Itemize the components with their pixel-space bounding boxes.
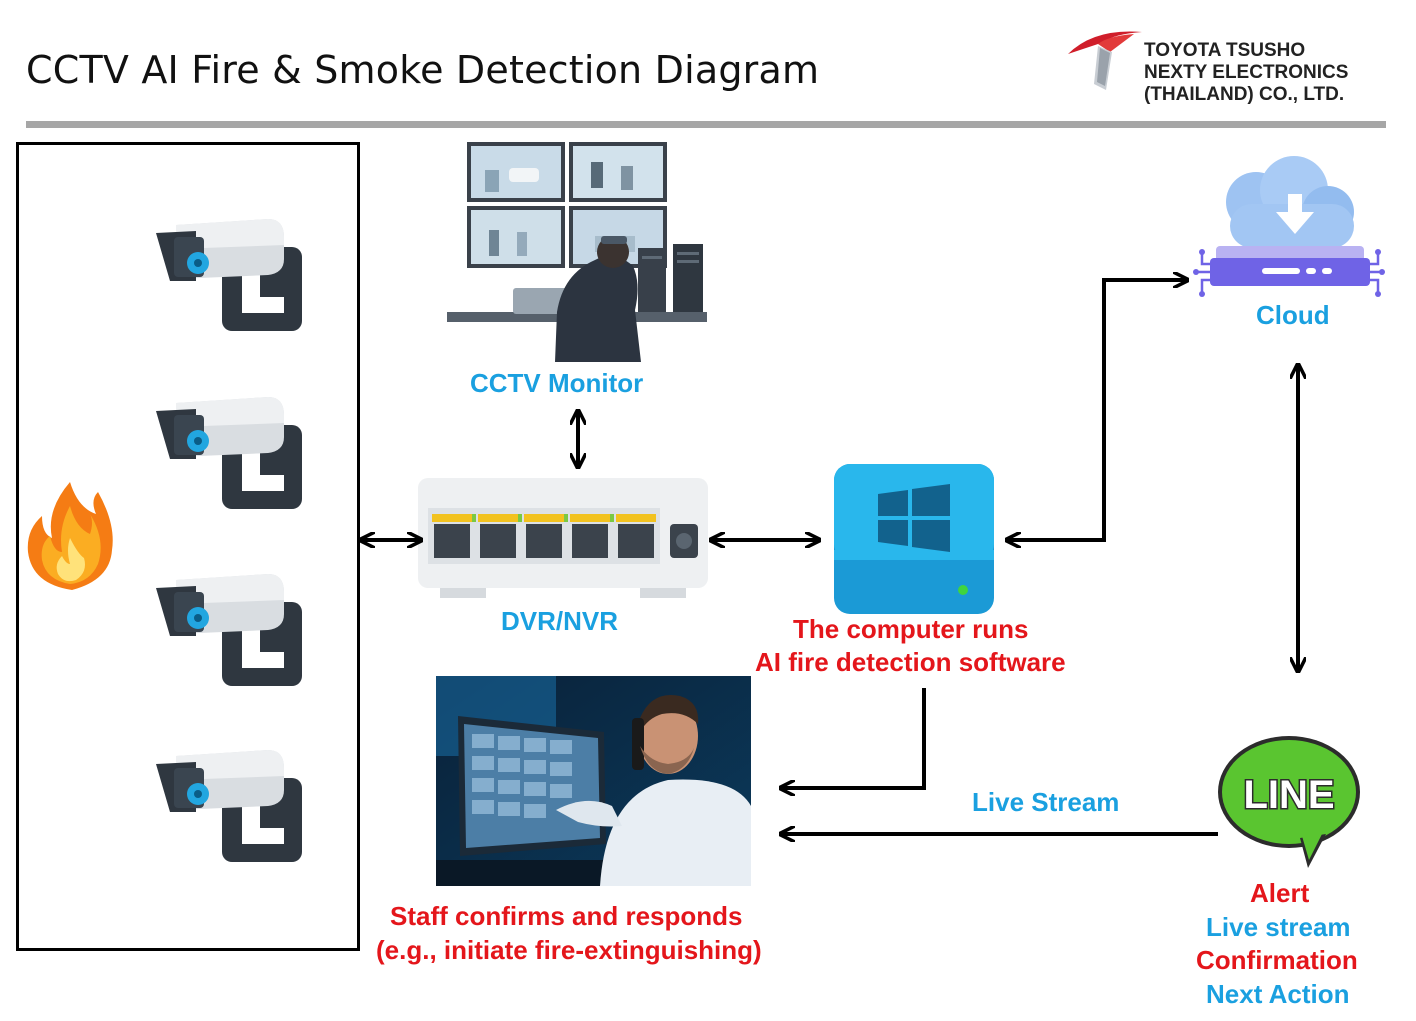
cctv-camera-icon (156, 574, 302, 686)
staff-label-line1: Staff confirms and responds (390, 901, 743, 931)
company-name: TOYOTA TSUSHO NEXTY ELECTRONICS (THAILAN… (1144, 40, 1348, 106)
cctv-camera-icon (156, 219, 302, 331)
line-feature-live-stream: Live stream (1206, 912, 1351, 942)
line-feature-confirmation: Confirmation (1196, 945, 1358, 975)
computer-cloud-connector (1008, 280, 1186, 540)
line-app-icon: LINE (1218, 736, 1360, 868)
windows-computer-icon (834, 464, 994, 614)
computer-staff-alert-arrow (782, 688, 926, 788)
company-name-line1: TOYOTA TSUSHO (1144, 40, 1306, 61)
cctv-monitor-label: CCTV Monitor (470, 368, 644, 398)
company-logo-icon (1068, 31, 1142, 90)
title-divider (26, 121, 1386, 128)
company-name-line3: (THAILAND) CO., LTD. (1144, 84, 1345, 105)
dvr-nvr-label: DVR/NVR (501, 606, 619, 636)
line-feature-alert: Alert (1250, 878, 1310, 908)
staff-label-line2: (e.g., initiate fire-extinguishing) (376, 935, 762, 965)
cctv-camera-icon (156, 397, 302, 509)
line-feature-next-action: Next Action (1206, 979, 1350, 1009)
computer-label-line1: The computer runs (793, 614, 1029, 644)
cloud-label: Cloud (1256, 300, 1330, 330)
page-title: CCTV AI Fire & Smoke Detection Diagram (26, 48, 820, 92)
line-app-text: LINE (1243, 773, 1334, 817)
staff-photo-icon (436, 676, 751, 886)
computer-label-line2: AI fire detection software (755, 647, 1066, 677)
live-stream-label: Live Stream (972, 787, 1120, 817)
network-switch-icon (418, 478, 708, 598)
company-name-line2: NEXTY ELECTRONICS (1144, 62, 1349, 83)
monitor-station-icon (447, 142, 707, 362)
cctv-camera-icon (156, 750, 302, 862)
cloud-server-icon (1193, 156, 1385, 297)
fire-icon (27, 482, 113, 590)
